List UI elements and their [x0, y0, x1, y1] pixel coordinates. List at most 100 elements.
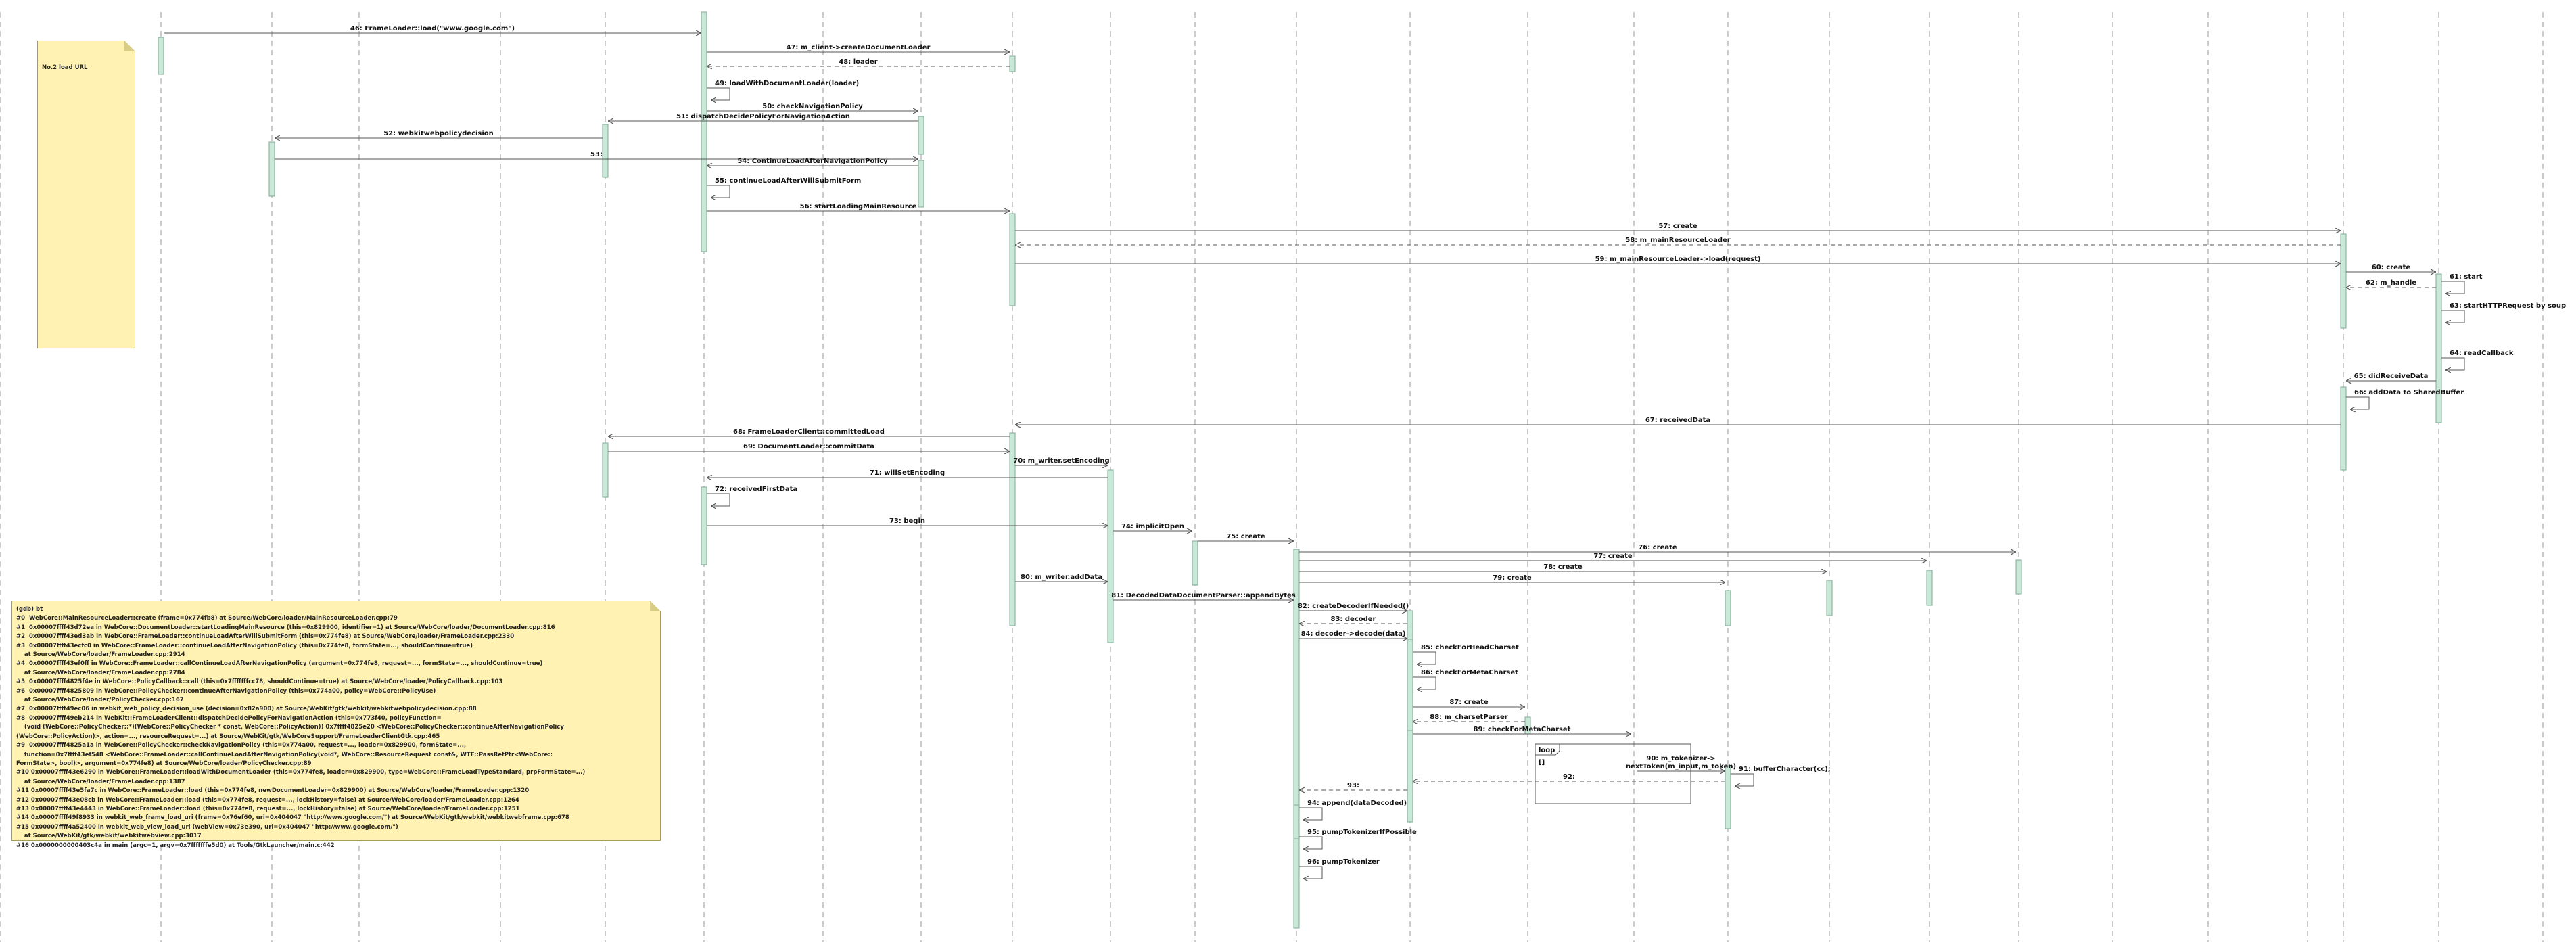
activation-bar — [701, 11, 707, 252]
note-line: at Source/WebCore/loader/FrameLoader.cpp… — [16, 669, 185, 676]
note-line: #8 0x00007ffff49eb214 in WebKit::FrameLo… — [16, 714, 442, 722]
message-arrow — [2441, 281, 2465, 294]
note-line: #7 0x00007ffff49ec06 in webkit_web_polic… — [16, 706, 477, 713]
message-label: 60: create — [2372, 264, 2411, 271]
activation-bar — [602, 442, 609, 498]
message-label: 91: bufferCharacter(cc); — [1739, 766, 1831, 773]
activation-bar — [701, 486, 707, 565]
activation-bar — [918, 116, 924, 155]
note-line: at Source/WebKit/gtk/webkit/webkitwebvie… — [16, 833, 202, 840]
message-arrow — [1413, 651, 1436, 664]
message-label: 61: start — [2450, 273, 2483, 281]
message-label: 82: createDecoderIfNeeded() — [1298, 603, 1409, 610]
message-label: 51: dispatchDecidePolicyForNavigationAct… — [676, 113, 850, 120]
message-label: 59: m_mainResourceLoader->load(request) — [1595, 256, 1761, 263]
note-line: #12 0x00007ffff43e08cb in WebCore::Frame… — [16, 796, 519, 804]
activation-bar — [2435, 273, 2442, 423]
message-label: 78: create — [1543, 563, 1583, 571]
note-line: at Source/WebCore/loader/FrameLoader.cpp… — [16, 778, 185, 785]
message-label: 68: FrameLoaderClient::committedLoad — [733, 428, 885, 436]
note-line: #15 0x00007ffff4a52400 in webkit_web_vie… — [16, 823, 398, 831]
note-line: #5 0x00007ffff4825f4e in WebCore::Policy… — [16, 678, 503, 686]
message-label: 66: addData to SharedBuffer — [2354, 389, 2464, 396]
loop-frame-tab — [1535, 743, 1560, 756]
note-line: #4 0x00007ffff43ef0ff in WebCore::FrameL… — [16, 660, 543, 668]
note-line: #6 0x00007ffff4825809 in WebCore::Policy… — [16, 687, 436, 695]
note-line: #11 0x00007ffff43e5fa7c in WebCore::Fram… — [16, 787, 530, 795]
note-line: at Source/WebCore/loader/PolicyChecker.c… — [16, 697, 184, 704]
note-line: (WebCore::PolicyAction)>, action=..., re… — [16, 733, 440, 740]
activation-bars — [158, 11, 2442, 929]
message-label: 72: receivedFirstData — [715, 486, 797, 493]
note-backtrace: (gdb) bt#0 WebCore::MainResourceLoader::… — [11, 601, 661, 849]
note-line: #0 WebCore::MainResourceLoader::create (… — [16, 615, 398, 622]
activation-bar — [2015, 559, 2022, 595]
message-label: 75: create — [1226, 533, 1265, 540]
message-label: 50: checkNavigationPolicy — [762, 103, 863, 110]
message-label: 49: loadWithDocumentLoader(loader) — [715, 80, 859, 87]
message-label: nextToken(m_input,m_token) — [1626, 763, 1736, 770]
activation-bar — [268, 141, 275, 197]
message-label: 67: receivedData — [1645, 417, 1710, 424]
message-label: 48: loader — [839, 58, 877, 66]
note-line: #10 0x00007ffff43e6290 in WebCore::Frame… — [16, 769, 586, 777]
message-label: 71: willSetEncoding — [870, 469, 945, 477]
note-load-url: No.2 load URL — [37, 41, 135, 348]
message-label: 55: continueLoadAfterWillSubmitForm — [715, 177, 861, 185]
message-label: 64: readCallback — [2450, 350, 2514, 357]
activation-bar — [1725, 766, 1731, 829]
activation-bar — [1009, 432, 1016, 626]
note-line: FormState>, bool)>, argument=0x774fe8) a… — [16, 760, 312, 767]
message-label: 46: FrameLoader::load("www.google.com") — [350, 25, 515, 32]
activation-bar — [1009, 55, 1016, 72]
message-label: 65: didReceiveData — [2354, 373, 2429, 380]
message-label: 94: append(dataDecoded) — [1307, 800, 1407, 807]
message-label: 54: ContinueLoadAfterNavigationPolicy — [737, 158, 888, 165]
messages: 46: FrameLoader::load("www.google.com")4… — [164, 25, 2566, 879]
message-arrow — [1299, 836, 1323, 849]
message-label: 62: m_handle — [2366, 279, 2416, 287]
message-label: 70: m_writer.setEncoding — [1013, 457, 1109, 465]
activation-bar — [1107, 469, 1114, 643]
message-label: 73: begin — [889, 517, 925, 525]
loop-frame-label: loop — [1539, 747, 1555, 754]
activation-bar — [602, 124, 609, 178]
message-arrow — [1299, 807, 1323, 820]
message-label: 74: implicitOpen — [1121, 523, 1184, 530]
activation-bar — [918, 160, 924, 208]
note-line: (void (WebCore::PolicyChecker::*)(WebCor… — [16, 724, 564, 731]
activation-bar — [1725, 590, 1731, 626]
note-line: function=0x7ffff43ef548 <WebCore::FrameL… — [16, 751, 553, 758]
note-line: #3 0x00007ffff43ecfc0 in WebCore::FrameL… — [16, 642, 473, 649]
message-label: 56: startLoadingMainResource — [800, 203, 917, 210]
loop-frame — [1535, 743, 1691, 804]
note-line: #1 0x00007ffff43d72ea in WebCore::Docume… — [16, 624, 555, 631]
message-label: 52: webkitwebpolicydecision — [383, 130, 494, 137]
message-label: 87: create — [1449, 699, 1489, 706]
note-line: No.2 load URL — [42, 64, 88, 71]
message-label: 77: create — [1593, 553, 1633, 560]
message-label: 47: m_client->createDocumentLoader — [787, 44, 931, 51]
activation-bar — [1293, 549, 1300, 929]
message-arrow — [707, 185, 730, 198]
message-label: 53: — [590, 151, 603, 158]
message-arrow — [1731, 773, 1754, 786]
message-label: 89: checkForMetaCharset — [1474, 726, 1571, 733]
message-label: 83: decoder — [1330, 616, 1376, 623]
message-label: 85: checkForHeadCharset — [1421, 644, 1519, 651]
message-label: 88: m_charsetParser — [1430, 714, 1508, 721]
message-arrow — [1299, 866, 1323, 879]
message-label: 84: decoder->decode(data) — [1301, 630, 1406, 638]
message-arrow — [1413, 676, 1436, 689]
note-line: #16 0x0000000000403c4a in main (argc=1, … — [16, 841, 335, 849]
message-arrow — [2346, 396, 2370, 409]
activation-bar — [1009, 213, 1016, 306]
lifelines — [0, 12, 2544, 942]
message-label: 92: — [1563, 773, 1575, 781]
message-arrow — [2441, 357, 2465, 370]
activation-bar — [1407, 639, 1413, 731]
loop-frame-guard: [] — [1539, 759, 1545, 766]
note-line: (gdb) bt — [16, 606, 43, 613]
message-label: 79: create — [1493, 574, 1532, 582]
